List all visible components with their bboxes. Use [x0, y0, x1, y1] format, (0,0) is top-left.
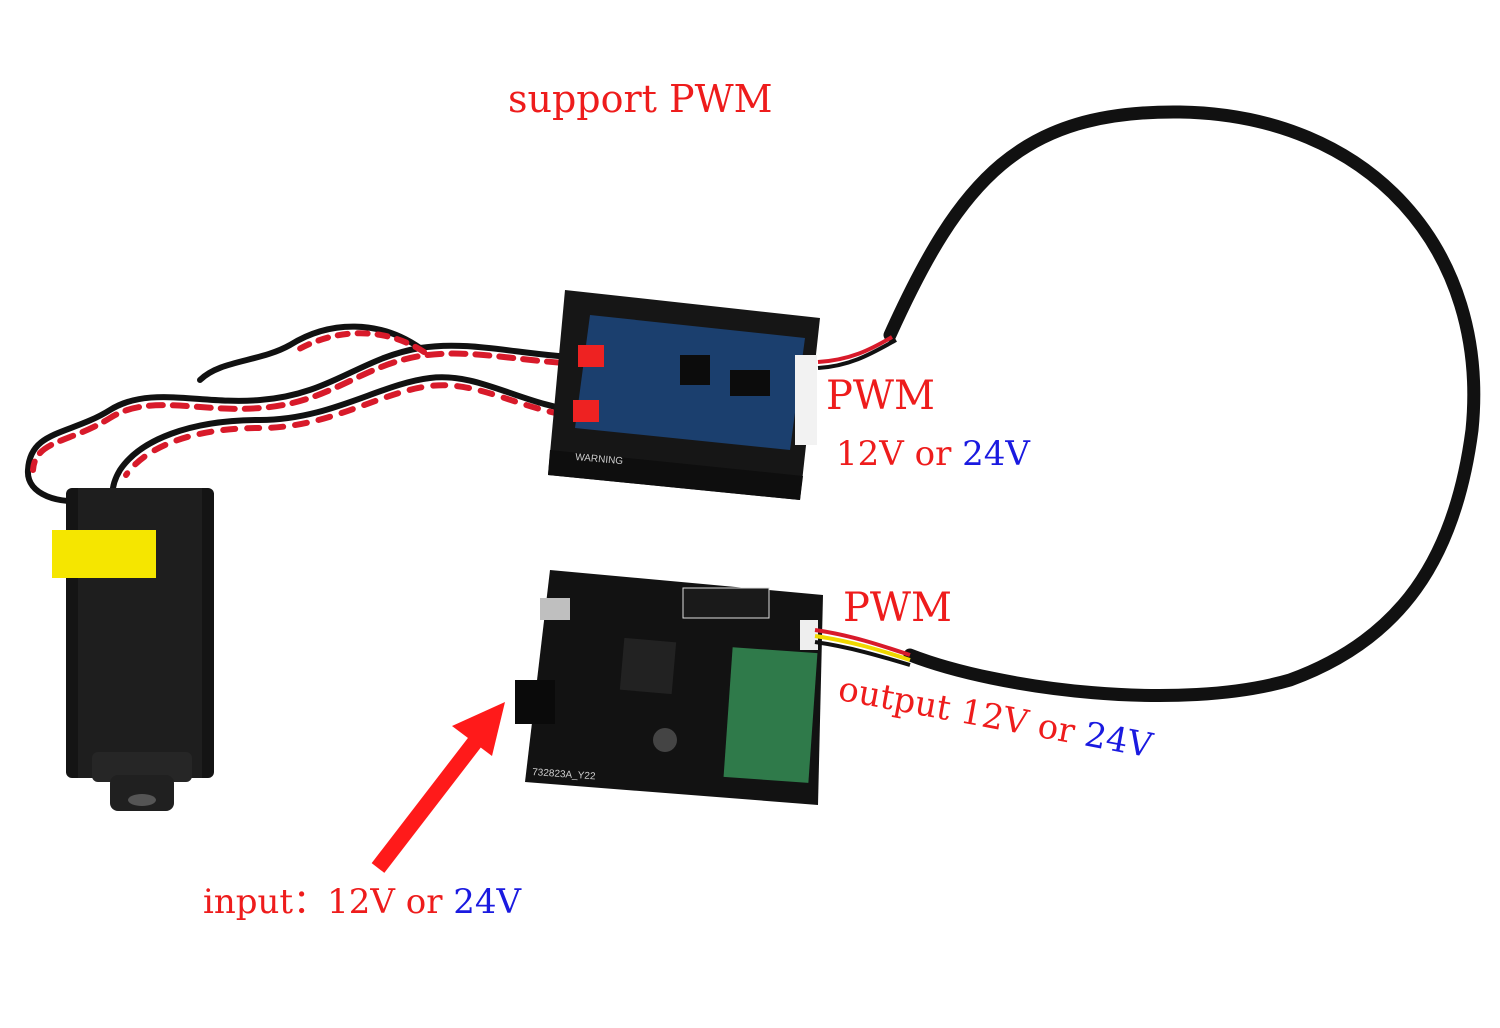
- driver-warning-text: WARNING: [575, 452, 624, 467]
- driver-pwm-label: PWM: [826, 373, 935, 419]
- board-code-text: 732823A_Y22: [532, 767, 596, 782]
- board-pwm-label: PWM: [843, 585, 952, 631]
- laser-connector-top: [578, 345, 604, 367]
- stepper-drivers: [723, 647, 818, 783]
- mcu-chip: [619, 637, 677, 695]
- driver-pwm-lead: [817, 335, 894, 364]
- input-voltage-main: input：12V or: [203, 882, 454, 922]
- pwm-connector-header: [795, 355, 817, 445]
- driver-voltage-main: 12V or: [836, 434, 963, 474]
- laser-module: [52, 488, 214, 811]
- driver-voltage-label: 12V or 24V: [836, 437, 1030, 471]
- dc-power-jack: [515, 680, 555, 724]
- controller-board: 732823A_Y22: [515, 570, 823, 805]
- input-voltage-label: input：12V or 24V: [203, 885, 521, 919]
- laser-connector-bottom: [573, 400, 599, 422]
- driver-voltage-alt: 24V: [962, 434, 1030, 474]
- pwm-cable: [883, 105, 1481, 703]
- input-arrow: [371, 702, 505, 873]
- board-pwm-header: [800, 620, 818, 650]
- laser-wires: [25, 323, 588, 523]
- input-voltage-alt: 24V: [453, 882, 522, 922]
- laser-warning-label: [52, 530, 156, 578]
- usb-port: [540, 598, 570, 620]
- support-pwm-label: support PWM: [508, 77, 773, 121]
- laser-driver-box: WARNING: [548, 290, 820, 500]
- board-pwm-wires: [814, 628, 911, 667]
